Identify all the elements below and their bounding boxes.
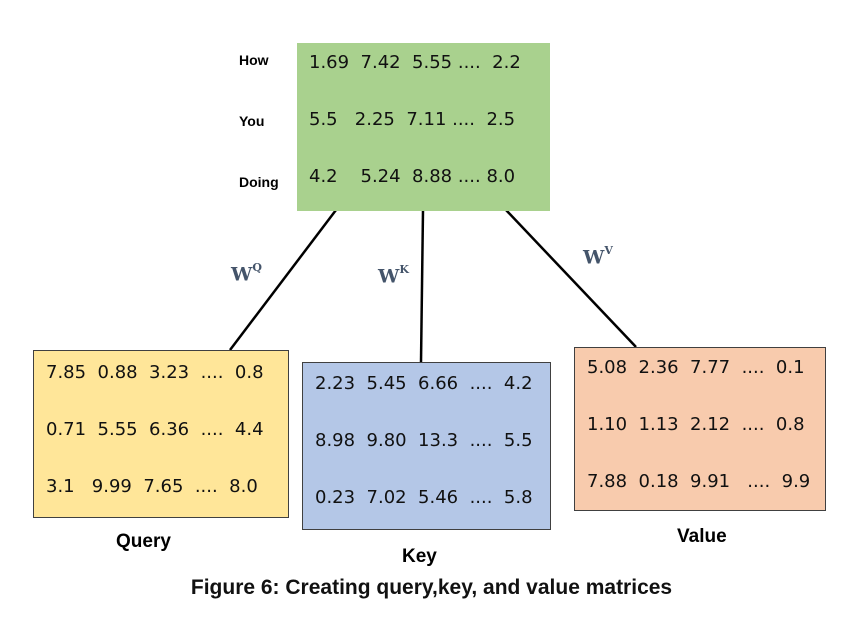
weight-label-key: WK (378, 263, 409, 288)
key-label: Key (402, 546, 437, 567)
query-matrix: 7.85 0.88 3.23 .... 0.8 0.71 5.55 6.36 .… (33, 350, 289, 518)
word-label-doing: Doing (239, 174, 279, 190)
key-row: 2.23 5.45 6.66 .... 4.2 (315, 373, 533, 394)
embedding-row: 1.69 7.42 5.55 .... 2.2 (309, 52, 521, 73)
weight-label-value: WV (583, 244, 613, 269)
query-row: 0.71 5.55 6.36 .... 4.4 (46, 419, 264, 440)
key-row: 0.23 7.02 5.46 .... 5.8 (315, 487, 533, 508)
line-to-query (229, 209, 337, 351)
value-matrix: 5.08 2.36 7.77 .... 0.1 1.10 1.13 2.12 .… (574, 347, 826, 511)
embedding-row: 4.2 5.24 8.88 .... 8.0 (309, 166, 516, 187)
key-matrix: 2.23 5.45 6.66 .... 4.2 8.98 9.80 13.3 .… (302, 362, 551, 530)
value-row: 7.88 0.18 9.91 .... 9.9 (587, 471, 811, 492)
query-label: Query (116, 531, 171, 552)
key-row: 8.98 9.80 13.3 .... 5.5 (315, 430, 533, 451)
figure-caption: Figure 6: Creating query,key, and value … (190, 576, 673, 599)
embedding-row: 5.5 2.25 7.11 .... 2.5 (309, 109, 516, 130)
value-row: 5.08 2.36 7.77 .... 0.1 (587, 357, 805, 378)
word-label-you: You (239, 113, 265, 129)
weight-label-query: WQ (231, 261, 262, 286)
word-label-how: How (239, 52, 269, 68)
value-label: Value (677, 526, 727, 547)
line-to-value (505, 209, 637, 348)
query-row: 3.1 9.99 7.65 .... 8.0 (46, 476, 258, 497)
query-row: 7.85 0.88 3.23 .... 0.8 (46, 362, 264, 383)
embedding-matrix: 1.69 7.42 5.55 .... 2.2 5.5 2.25 7.11 ..… (297, 43, 550, 211)
line-to-key (419, 209, 425, 363)
value-row: 1.10 1.13 2.12 .... 0.8 (587, 414, 805, 435)
